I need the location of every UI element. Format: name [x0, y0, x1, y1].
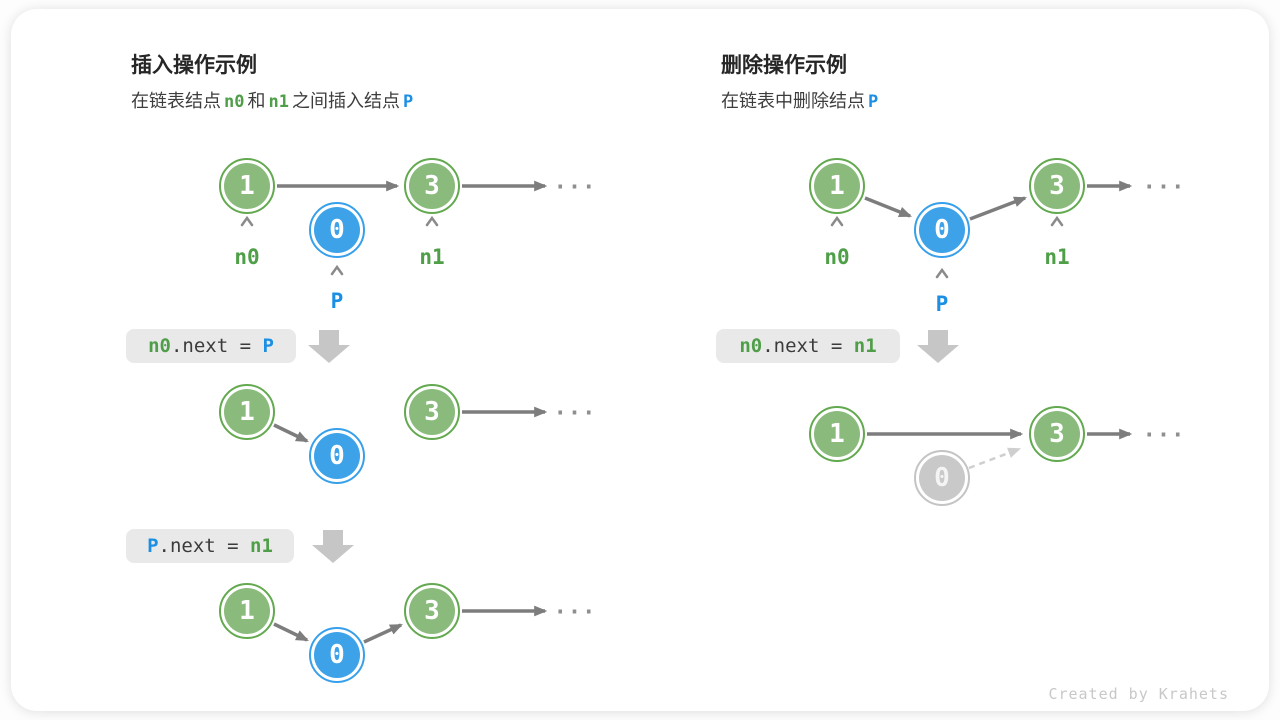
node-fill: 3 [1034, 163, 1080, 209]
subtitle-text: 在链表中删除结点 [721, 91, 865, 111]
node-value: 0 [934, 463, 950, 493]
node-fill: 0 [919, 455, 965, 501]
node-1: 1 [219, 384, 275, 440]
node-fill: 1 [224, 588, 270, 634]
node-3: 3 [1029, 158, 1085, 214]
block-down-arrow-icon [308, 330, 350, 363]
block-down-arrow-icon [917, 330, 959, 363]
code-mid: .next = [158, 535, 251, 557]
node-fill: 1 [224, 163, 270, 209]
node-fill: 3 [409, 163, 455, 209]
pointer-label-p: P [330, 289, 344, 313]
node-value: 1 [829, 419, 845, 449]
subtitle-text: 在链表结点 [131, 91, 221, 111]
caret-up-icon [425, 215, 439, 227]
code-mid: .next = [170, 335, 263, 357]
node-fill: 3 [1034, 411, 1080, 457]
node-value: 0 [934, 215, 950, 245]
caret-up-icon [935, 267, 949, 279]
subtitle-text: 之间插入结点 [291, 91, 400, 111]
node-value: 0 [329, 215, 345, 245]
token-p: P [402, 92, 414, 112]
node-3: 3 [1029, 406, 1085, 462]
node-3: 3 [404, 384, 460, 440]
node-1: 1 [809, 406, 865, 462]
dashed-arrow-line [968, 447, 1022, 470]
node-1: 1 [219, 158, 275, 214]
node-fill: 0 [314, 207, 360, 253]
node-value: 1 [829, 171, 845, 201]
code-label-delete-step1: n0.next = n1 [716, 329, 900, 363]
node-fill: 1 [814, 163, 860, 209]
node-value: 3 [1049, 419, 1065, 449]
caret-up-icon [330, 264, 344, 276]
node-value: 3 [1049, 171, 1065, 201]
node-value: 1 [239, 171, 255, 201]
delete-section-title: 删除操作示例 [721, 54, 847, 77]
pointer-label-n0: n0 [824, 245, 850, 269]
node-fill: 1 [224, 389, 270, 435]
arrows-overlay [240, 180, 1133, 644]
subtitle-text: 和 [247, 91, 266, 111]
credit-text: Created by Krahets [1048, 685, 1229, 703]
code-label-insert-step2: P.next = n1 [126, 529, 294, 563]
code-rhs: n1 [853, 335, 877, 357]
node-fill: 3 [409, 588, 455, 634]
node-0: 0 [309, 627, 365, 683]
token-n1: n1 [268, 92, 289, 112]
caret-up-icon [240, 215, 254, 227]
node-value: 3 [424, 397, 440, 427]
node-0: 0 [309, 202, 365, 258]
ellipsis: ... [1142, 169, 1186, 195]
node-value: 1 [239, 397, 255, 427]
node-value: 1 [239, 596, 255, 626]
node-0-removed: 0 [914, 450, 970, 506]
node-3: 3 [404, 583, 460, 639]
arrow-line [363, 623, 403, 644]
node-0: 0 [914, 202, 970, 258]
arrow-line [969, 196, 1028, 221]
node-3: 3 [404, 158, 460, 214]
caret-up-icon [1050, 215, 1064, 227]
node-value: 0 [329, 640, 345, 670]
code-lhs: P [147, 535, 159, 557]
arrow-line [864, 196, 913, 218]
pointer-label-p: P [935, 292, 949, 316]
ellipsis: ... [553, 594, 597, 620]
node-fill: 3 [409, 389, 455, 435]
token-p: P [868, 92, 879, 112]
code-rhs: P [262, 335, 274, 357]
token-n0: n0 [224, 92, 245, 112]
node-0: 0 [309, 428, 365, 484]
ellipsis: ... [553, 169, 597, 195]
ellipsis: ... [1142, 417, 1186, 443]
arrow-line [273, 622, 309, 642]
code-lhs: n0 [739, 335, 763, 357]
pointer-label-n1: n1 [419, 245, 445, 269]
caret-up-icon [830, 215, 844, 227]
code-mid: .next = [762, 335, 854, 357]
node-fill: 0 [919, 207, 965, 253]
arrow-line [273, 423, 309, 443]
pointer-label-n1: n1 [1044, 245, 1070, 269]
node-value: 3 [424, 171, 440, 201]
insert-section-title: 插入操作示例 [131, 54, 257, 77]
node-1: 1 [809, 158, 865, 214]
pointer-label-n0: n0 [234, 245, 260, 269]
ellipsis: ... [553, 395, 597, 421]
code-label-insert-step1: n0.next = P [126, 329, 296, 363]
code-rhs: n1 [250, 535, 273, 557]
node-fill: 0 [314, 632, 360, 678]
node-1: 1 [219, 583, 275, 639]
node-value: 3 [424, 596, 440, 626]
node-fill: 1 [814, 411, 860, 457]
node-value: 0 [329, 441, 345, 471]
block-down-arrow-icon [312, 530, 354, 563]
code-lhs: n0 [148, 335, 171, 357]
node-fill: 0 [314, 433, 360, 479]
